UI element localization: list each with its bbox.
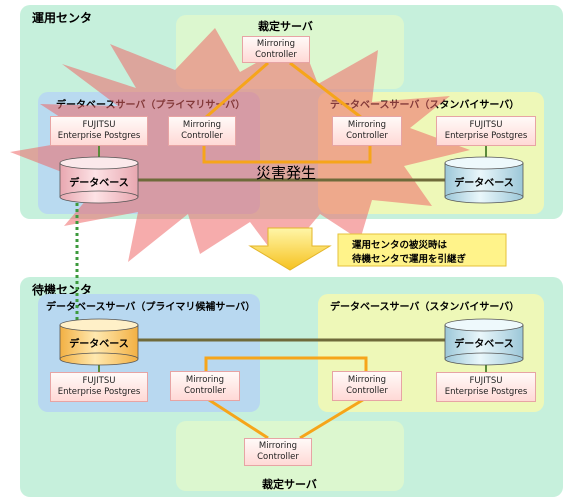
transition-note-line2: 待機センタで運用を引継ぎ bbox=[352, 254, 467, 265]
sb-standby-title: データベースサーバ（スタンバイサーバ） bbox=[330, 302, 520, 313]
transition-note-line1: 運用センタの被災時は bbox=[352, 240, 448, 251]
sb-arbiter-mirroring-node: Mirroring Controller bbox=[244, 438, 312, 466]
op-standby-fujitsu-node: FUJITSU Enterprise Postgres bbox=[436, 116, 536, 146]
op-primary-mirroring-node: Mirroring Controller bbox=[168, 116, 236, 146]
op-primary-db-cylinder bbox=[59, 156, 139, 204]
op-primary-fujitsu-node: FUJITSU Enterprise Postgres bbox=[50, 116, 148, 146]
op-standby-db-cylinder bbox=[444, 156, 524, 204]
sb-standby-fujitsu-node: FUJITSU Enterprise Postgres bbox=[436, 372, 536, 402]
sb-candidate-db-label: データベース bbox=[69, 338, 129, 350]
op-line-mc-mc bbox=[202, 146, 372, 164]
sb-candidate-fujitsu-node: FUJITSU Enterprise Postgres bbox=[50, 372, 148, 402]
sb-standby-db-label: データベース bbox=[454, 338, 514, 350]
sb-line-arbiter-standby bbox=[299, 396, 367, 440]
sb-arbiter-title: 裁定サーバ bbox=[262, 478, 317, 491]
op-line-arbiter-primary bbox=[204, 61, 269, 120]
op-standby-db-label: データベース bbox=[454, 177, 514, 189]
sb-standby-db-cylinder bbox=[444, 318, 524, 366]
op-standby-mirroring-node: Mirroring Controller bbox=[332, 116, 402, 146]
sb-candidate-mirroring-node: Mirroring Controller bbox=[170, 371, 240, 401]
sb-line-mc-mc bbox=[204, 356, 368, 371]
op-arbiter-title: 裁定サーバ bbox=[258, 20, 313, 33]
sb-standby-mirroring-node: Mirroring Controller bbox=[332, 371, 402, 401]
op-line-arbiter-standby bbox=[289, 61, 363, 120]
disaster-label: 災害発生 bbox=[256, 164, 317, 182]
sb-candidate-db-cylinder bbox=[59, 318, 139, 366]
disaster-explosion bbox=[10, 28, 470, 262]
sb-primary-candidate-title: データベースサーバ（プライマリ候補サーバ） bbox=[46, 302, 256, 313]
operational-center-title: 運用センタ bbox=[32, 11, 93, 25]
op-primary-db-label: データベース bbox=[69, 177, 129, 189]
transition-note-box bbox=[337, 233, 507, 267]
op-arbiter-mirroring-node: Mirroring Controller bbox=[242, 36, 310, 63]
sb-line-arbiter-candidate bbox=[205, 396, 269, 440]
transition-arrow bbox=[248, 227, 332, 271]
